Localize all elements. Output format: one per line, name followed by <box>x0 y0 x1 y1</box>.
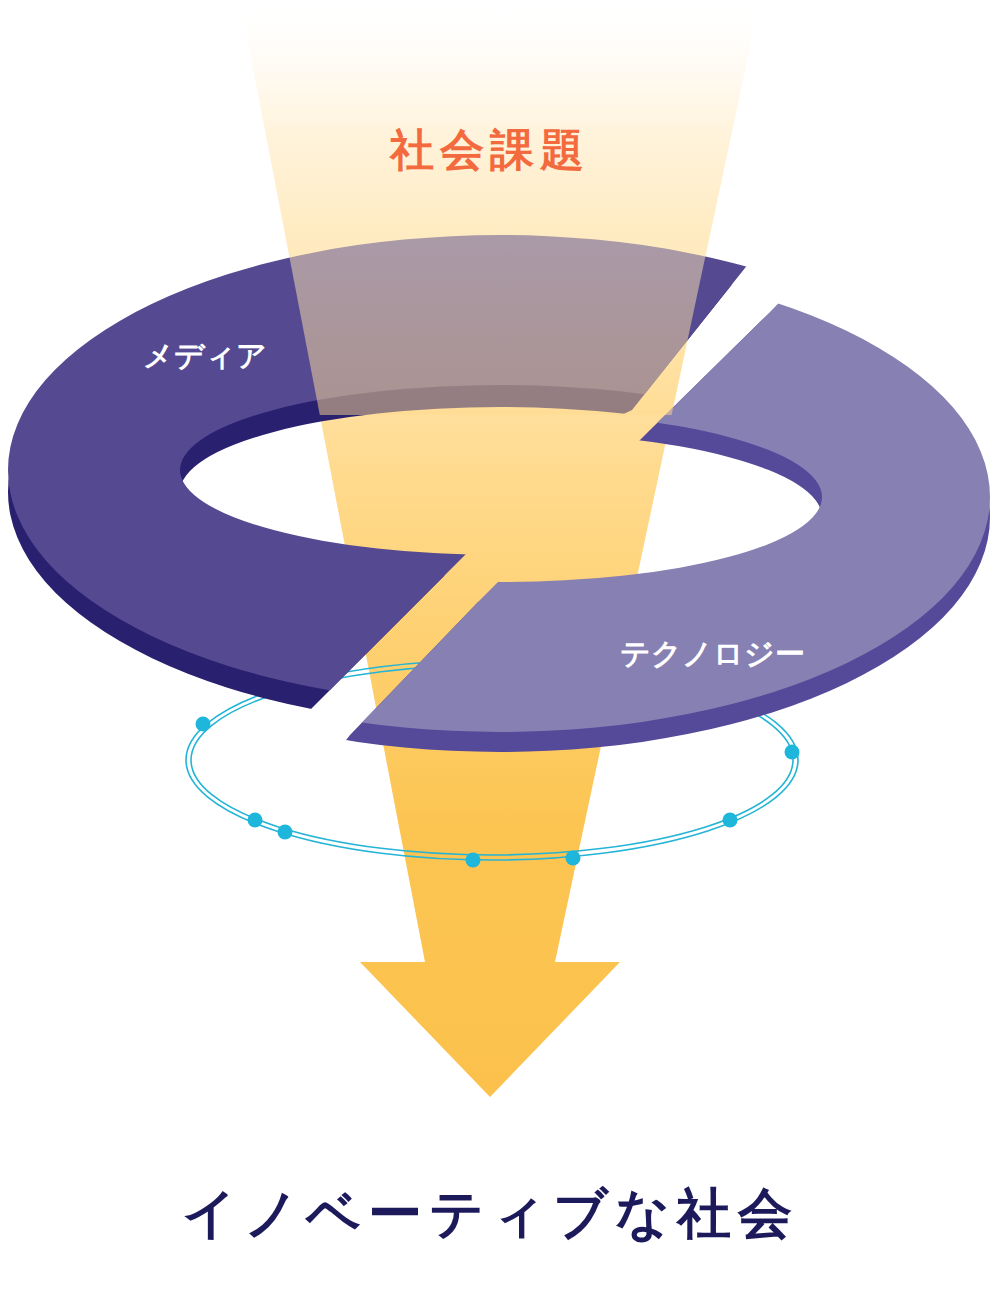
segment-label-box: テクノロジー <box>614 632 811 676</box>
beam-overlay <box>240 0 760 415</box>
segment-label: メディア <box>143 338 267 374</box>
outcome-label: イノベーティブな社会 <box>182 1182 799 1247</box>
theme-label: 社会課題 <box>390 124 590 177</box>
segment-label-box: メディア <box>137 334 273 378</box>
segment-label: テクノロジー <box>620 636 805 672</box>
